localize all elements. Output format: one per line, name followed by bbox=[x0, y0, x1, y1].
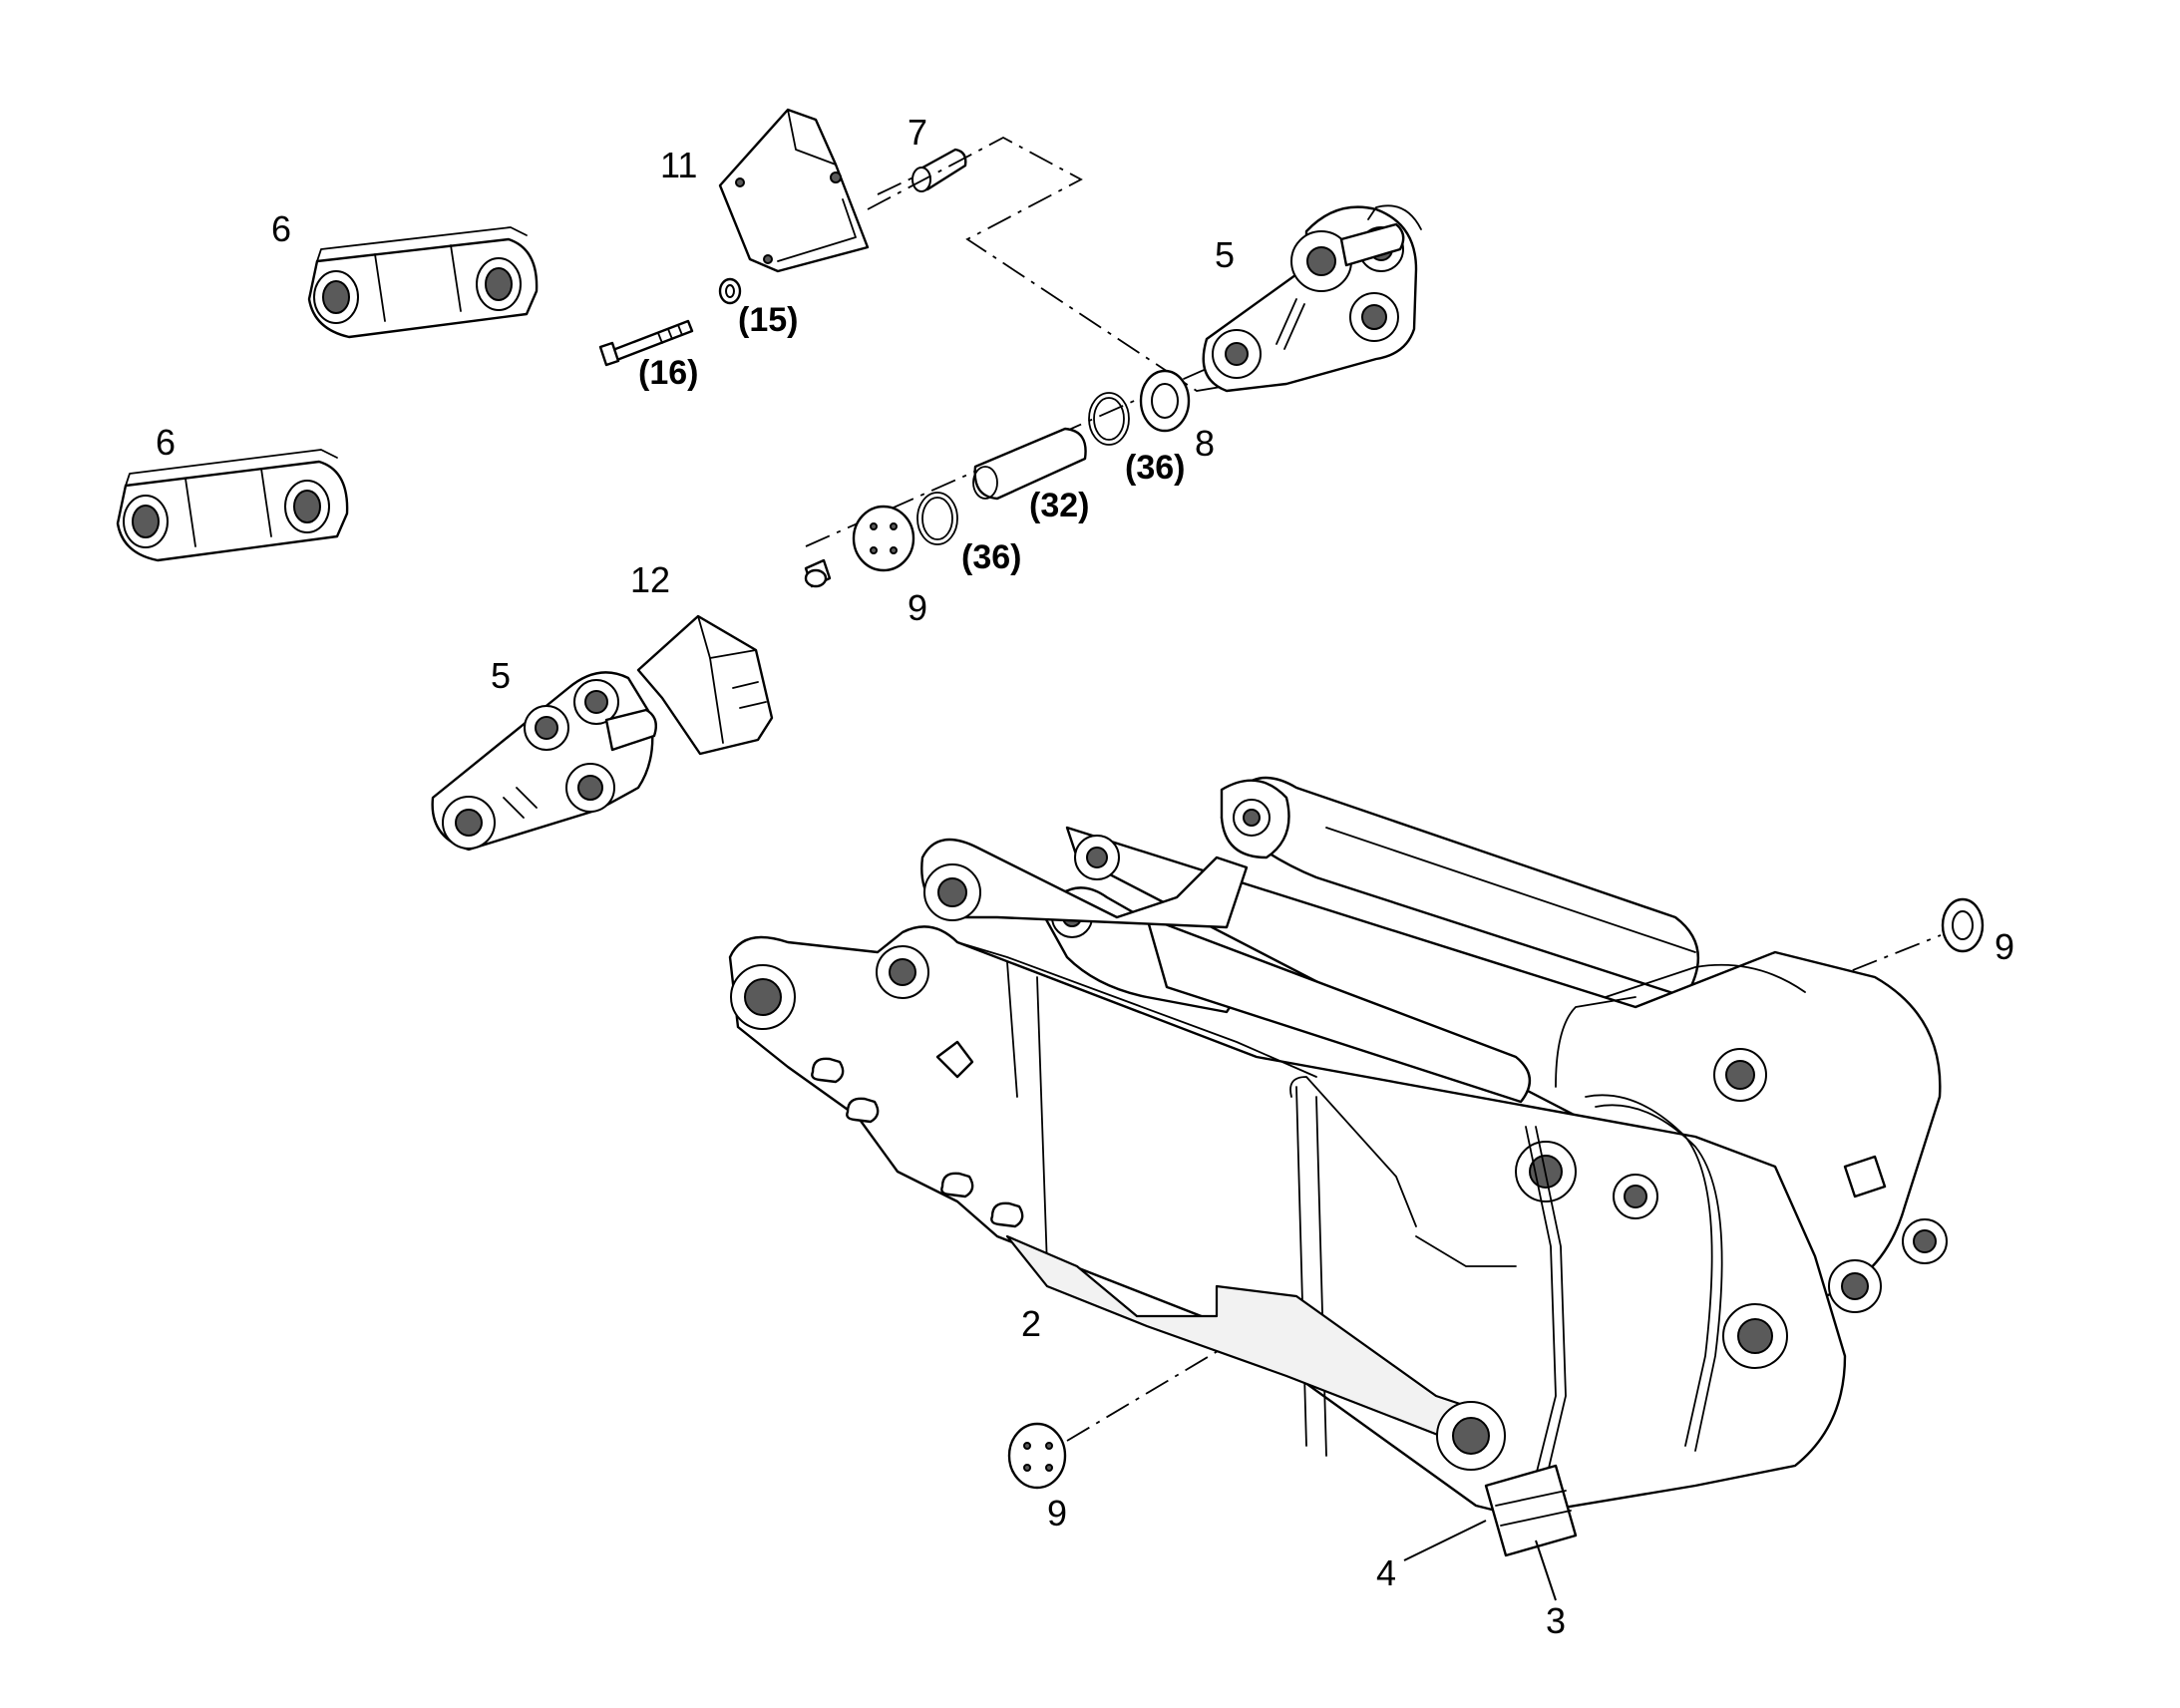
snap-ring-part-36-lower bbox=[916, 492, 958, 545]
callout-6-lower: 6 bbox=[156, 422, 176, 463]
callout-9-right: 9 bbox=[1995, 926, 2014, 967]
leader-lines bbox=[1403, 1520, 1557, 1601]
bracket-part-11 bbox=[718, 108, 870, 273]
callout-15: (15) bbox=[738, 301, 798, 339]
callout-16: (16) bbox=[638, 354, 698, 392]
plate-part-5-lower bbox=[431, 671, 657, 852]
ring-part-8 bbox=[1139, 369, 1191, 433]
callout-9-lower: 9 bbox=[1047, 1493, 1067, 1534]
link-part-6-lower bbox=[116, 449, 349, 562]
bolt-part-16 bbox=[598, 319, 694, 367]
callout-36-lower: (36) bbox=[961, 538, 1021, 576]
callout-4: 4 bbox=[1376, 1552, 1396, 1593]
callout-9-upper: 9 bbox=[908, 587, 927, 628]
plate-part-5-upper bbox=[1202, 204, 1422, 393]
callout-7: 7 bbox=[908, 112, 927, 153]
link-part-6-upper bbox=[307, 226, 539, 339]
callout-5-upper: 5 bbox=[1215, 234, 1235, 275]
bushing-part-7 bbox=[911, 148, 967, 192]
cap-part-9-lower bbox=[1007, 1161, 1537, 1490]
callout-32: (32) bbox=[1029, 487, 1089, 524]
assembly-lines-upper bbox=[805, 136, 1258, 547]
bracket-part-12 bbox=[636, 614, 774, 756]
callout-8: 8 bbox=[1195, 423, 1215, 464]
boom-assembly-part-2 bbox=[728, 776, 1948, 1557]
callout-6-upper: 6 bbox=[271, 208, 291, 249]
callout-36-upper: (36) bbox=[1125, 449, 1185, 487]
callout-3: 3 bbox=[1546, 1600, 1566, 1641]
callout-5-lower: 5 bbox=[491, 655, 511, 696]
snap-ring-part-36-upper bbox=[1088, 392, 1130, 446]
callout-11: 11 bbox=[660, 145, 697, 185]
pin-part-32 bbox=[972, 427, 1087, 501]
washer-part-15 bbox=[718, 277, 742, 305]
cap-part-9-right bbox=[1809, 897, 1985, 988]
callout-labels: 11 7 6 5 (15) (16) 8 6 (36) (32) (36) 12… bbox=[156, 112, 2014, 1641]
cap-part-9-upper bbox=[852, 505, 915, 572]
callout-2: 2 bbox=[1021, 1303, 1041, 1344]
small-bolt bbox=[804, 558, 832, 588]
callout-12: 12 bbox=[630, 559, 670, 600]
